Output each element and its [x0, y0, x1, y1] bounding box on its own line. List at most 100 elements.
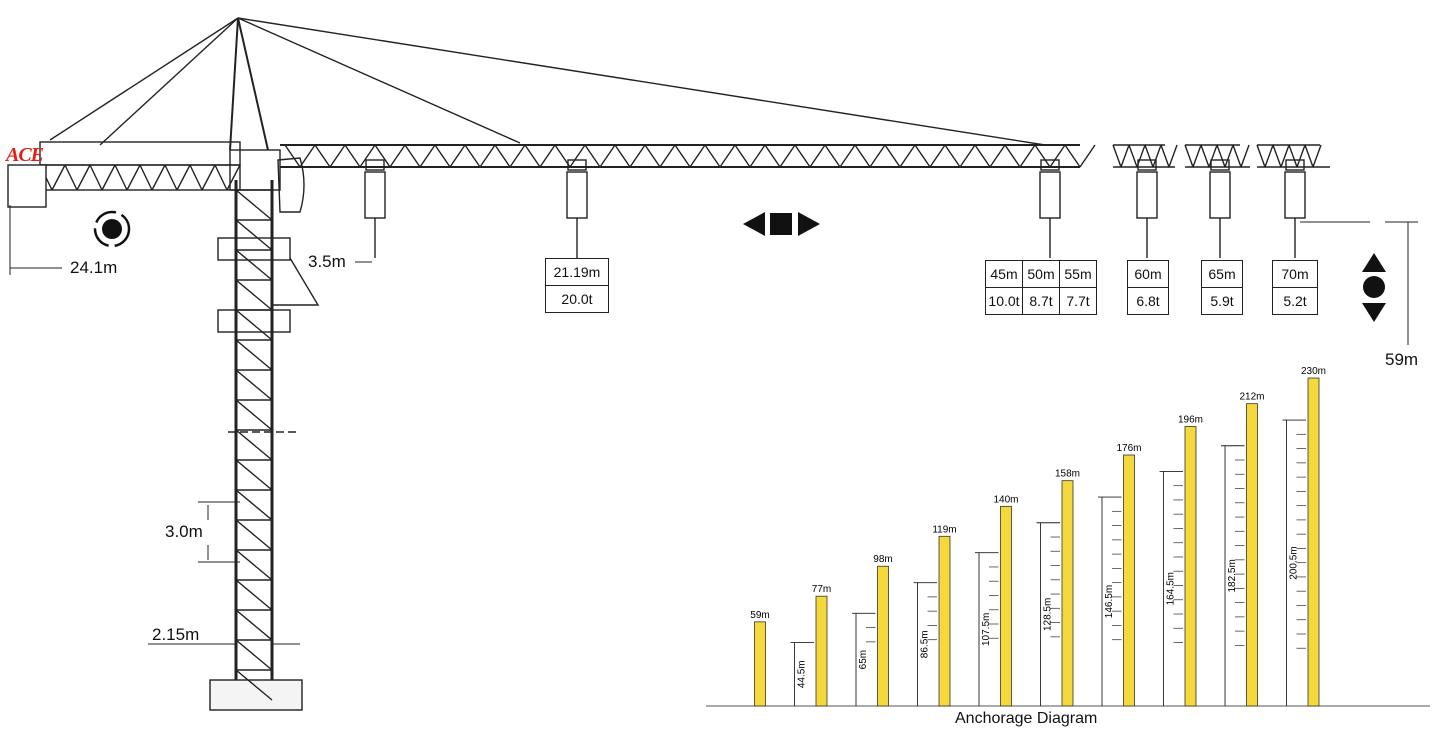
- trolley: [1137, 159, 1157, 171]
- jib-diagonal: [929, 144, 946, 168]
- extension-diagonal: [1208, 144, 1218, 168]
- anchor-height-label: 107.5m: [981, 613, 992, 646]
- mast-diagonal: [235, 519, 273, 551]
- extension-diagonal: [1312, 144, 1322, 168]
- jib-diagonal: [344, 144, 361, 168]
- mast-diagonal: [235, 219, 273, 251]
- jib-extension-sections: [1112, 144, 1330, 168]
- trolley: [1210, 159, 1230, 171]
- arrow-right-icon: [798, 212, 820, 236]
- load-cell: 8.7t: [1022, 287, 1060, 315]
- jib-diagonal: [824, 144, 841, 168]
- jib-diagonal: [599, 144, 616, 168]
- mast-diagonal: [235, 459, 273, 491]
- jib-diagonal: [389, 144, 406, 168]
- jib-diagonal: [284, 144, 301, 168]
- arrow-up-icon: [1362, 253, 1386, 272]
- extension-diagonal: [1112, 144, 1122, 168]
- hook-block: [364, 171, 386, 219]
- anchor-height-label: 86.5m: [920, 630, 931, 658]
- radius-cell: 60m: [1127, 260, 1169, 288]
- jib-diagonal: [899, 144, 916, 168]
- ace-logo: ACE: [6, 144, 44, 166]
- anchorage-bar-label: 140m: [993, 494, 1018, 505]
- counter-jib-diagonal: [114, 164, 128, 191]
- jib-diagonal: [689, 144, 706, 168]
- counter-jib-diagonal: [189, 164, 203, 191]
- anchor-height-label: 182.5m: [1227, 559, 1238, 592]
- jib-diagonal: [434, 144, 451, 168]
- load-table-45-55m: 45m 50m 55m 10.0t 8.7t 7.7t: [985, 260, 1097, 315]
- jib-diagonal: [359, 144, 376, 168]
- extension-diagonal: [1192, 144, 1202, 168]
- trolley: [365, 159, 385, 171]
- operator-cab: [277, 157, 305, 213]
- anchorage-bar: [1246, 403, 1258, 707]
- jib-diagonal: [1019, 144, 1036, 168]
- radius-cell: 70m: [1272, 260, 1318, 288]
- extension-diagonal: [1224, 144, 1234, 168]
- counter-jib-diagonal: [64, 164, 78, 191]
- climbing-platform: [272, 257, 320, 306]
- slewing-ring: [229, 149, 281, 191]
- counter-jib-diagonal: [164, 164, 178, 191]
- jib-tie-rod-inner: [237, 17, 521, 144]
- jib-diagonal: [719, 144, 736, 168]
- anchorage-bar-label: 230m: [1301, 366, 1326, 377]
- jib-diagonal: [374, 144, 391, 168]
- counter-jib-diagonal: [214, 164, 228, 191]
- stop-square-icon: [770, 213, 792, 235]
- counter-jib-diagonal: [226, 164, 241, 191]
- hook-height-label: 59m: [1385, 350, 1419, 369]
- anchorage-bar-label: 176m: [1116, 443, 1141, 454]
- anchorage-bar-label: 212m: [1239, 392, 1264, 403]
- anchorage-bar: [1184, 426, 1197, 707]
- trolley: [1285, 159, 1305, 171]
- jib-diagonal: [884, 144, 901, 168]
- jib-diagonal: [524, 144, 541, 168]
- anchor-height-label: 200.5m: [1289, 546, 1300, 579]
- extension-diagonal: [1168, 144, 1178, 168]
- load-cell: 5.2t: [1272, 287, 1318, 315]
- load-table-60m: 60m 6.8t: [1127, 260, 1169, 315]
- rotate-icon: [93, 210, 131, 248]
- load-cell: 6.8t: [1127, 287, 1169, 315]
- jib-diagonal: [494, 144, 511, 168]
- anchor-height-label: 44.5m: [797, 660, 808, 688]
- jib-diagonal: [464, 144, 481, 168]
- jib-diagonal: [329, 144, 346, 168]
- jib-diagonal: [1079, 144, 1096, 168]
- mast-diagonal: [235, 669, 273, 701]
- jib-tie-rod: [237, 17, 1046, 146]
- counter-jib-lattice: [39, 164, 241, 191]
- foundation: [209, 679, 303, 711]
- trolley-hooks: [364, 159, 1306, 258]
- extension-diagonal: [1280, 144, 1290, 168]
- arrow-down-icon: [1362, 303, 1386, 322]
- trolley: [567, 159, 587, 171]
- counter-jib-diagonal: [151, 164, 166, 191]
- extension-diagonal: [1144, 144, 1154, 168]
- mast-width-label: 2.15m: [152, 625, 200, 644]
- jib-diagonal: [734, 144, 751, 168]
- anchor-height-label: 164.5m: [1166, 572, 1177, 605]
- jib-diagonal: [869, 144, 886, 168]
- jib-diagonal: [479, 144, 496, 168]
- counter-jib-tie-rod-2: [99, 17, 239, 146]
- radius-cell: 21.19m: [545, 258, 609, 286]
- mast-diagonal: [235, 189, 273, 221]
- hook-block: [1039, 171, 1061, 219]
- anchorage-bar: [1061, 480, 1074, 707]
- mast-diagonal: [235, 489, 273, 521]
- counter-jib-diagonal: [201, 164, 216, 191]
- mast-diagonal: [235, 249, 273, 281]
- jib-diagonal: [779, 144, 796, 168]
- anchorage-bar: [877, 565, 889, 707]
- jib-diagonal: [674, 144, 691, 168]
- anchorage-bar-label: 98m: [873, 554, 892, 565]
- counter-jib-platform: [39, 141, 241, 166]
- counter-jib-diagonal: [76, 164, 91, 191]
- jib-diagonal: [794, 144, 811, 168]
- jib-diagonal: [629, 144, 646, 168]
- anchorage-bar: [1307, 377, 1320, 707]
